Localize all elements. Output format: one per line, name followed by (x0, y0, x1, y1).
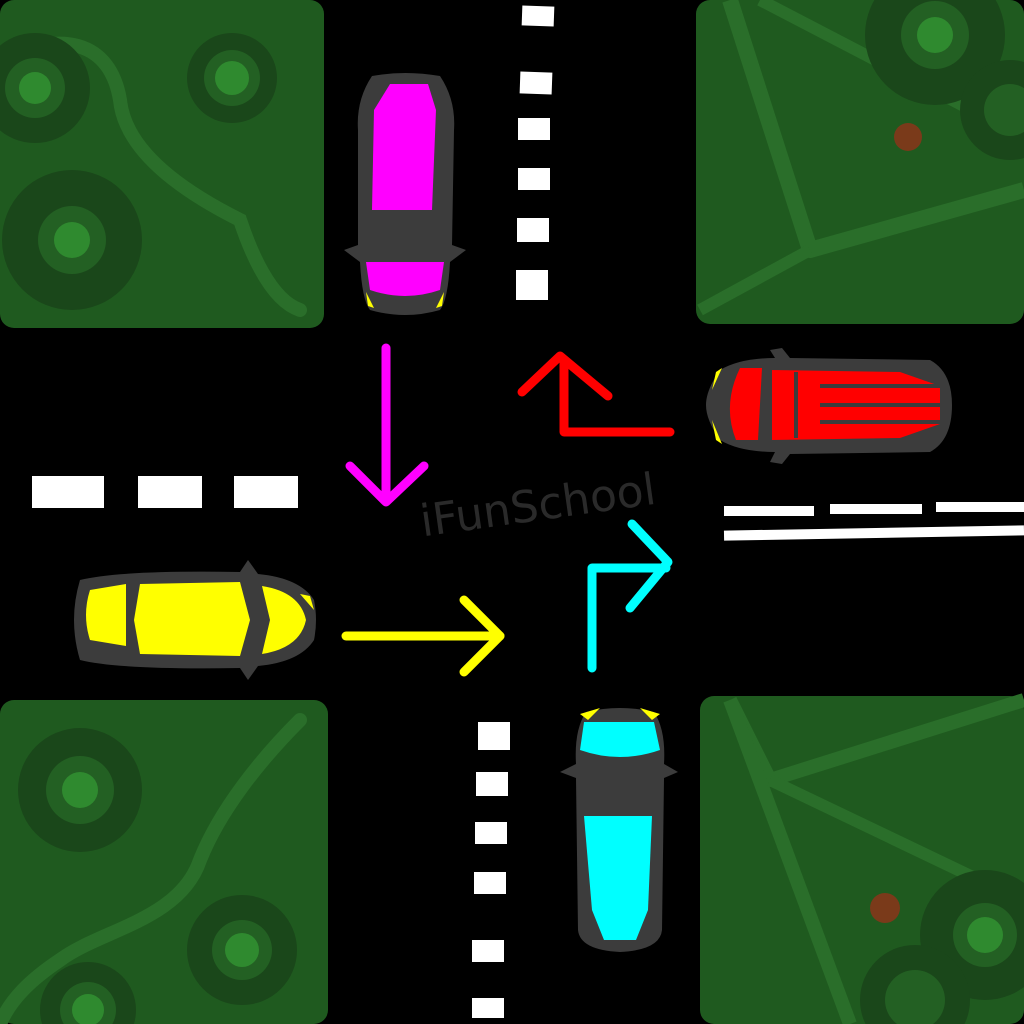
cyan-van (560, 708, 678, 952)
yellow-car (74, 560, 316, 680)
tree-icon (865, 0, 1005, 105)
grass-corner-bottom-left (0, 700, 328, 1024)
grass-corner-top-left (0, 0, 324, 328)
cyan-right-turn-arrow (587, 519, 673, 673)
tree-icon (187, 895, 297, 1005)
yellow-straight-arrow (341, 595, 505, 677)
tree-icon (187, 33, 277, 123)
tree-icon (960, 60, 1024, 160)
dirt-spot (894, 123, 922, 151)
magenta-van (344, 73, 466, 315)
lane-markings-east (723, 502, 1024, 541)
tree-icon (860, 945, 970, 1024)
red-right-turn-arrow (517, 351, 675, 437)
tree-icon (0, 33, 90, 143)
tree-icon (2, 170, 142, 310)
magenta-straight-arrow (345, 343, 429, 507)
red-van (706, 348, 952, 464)
tree-icon (18, 728, 142, 852)
lane-markings-west (32, 476, 298, 508)
lane-markings-north (516, 5, 555, 300)
lane-markings-south (472, 722, 510, 1018)
tree-icon (920, 870, 1024, 1000)
grass-corner-bottom-right (700, 693, 1024, 1024)
grass-corner-top-right (696, 0, 1024, 324)
dirt-spot (870, 893, 900, 923)
tree-icon (40, 962, 136, 1024)
